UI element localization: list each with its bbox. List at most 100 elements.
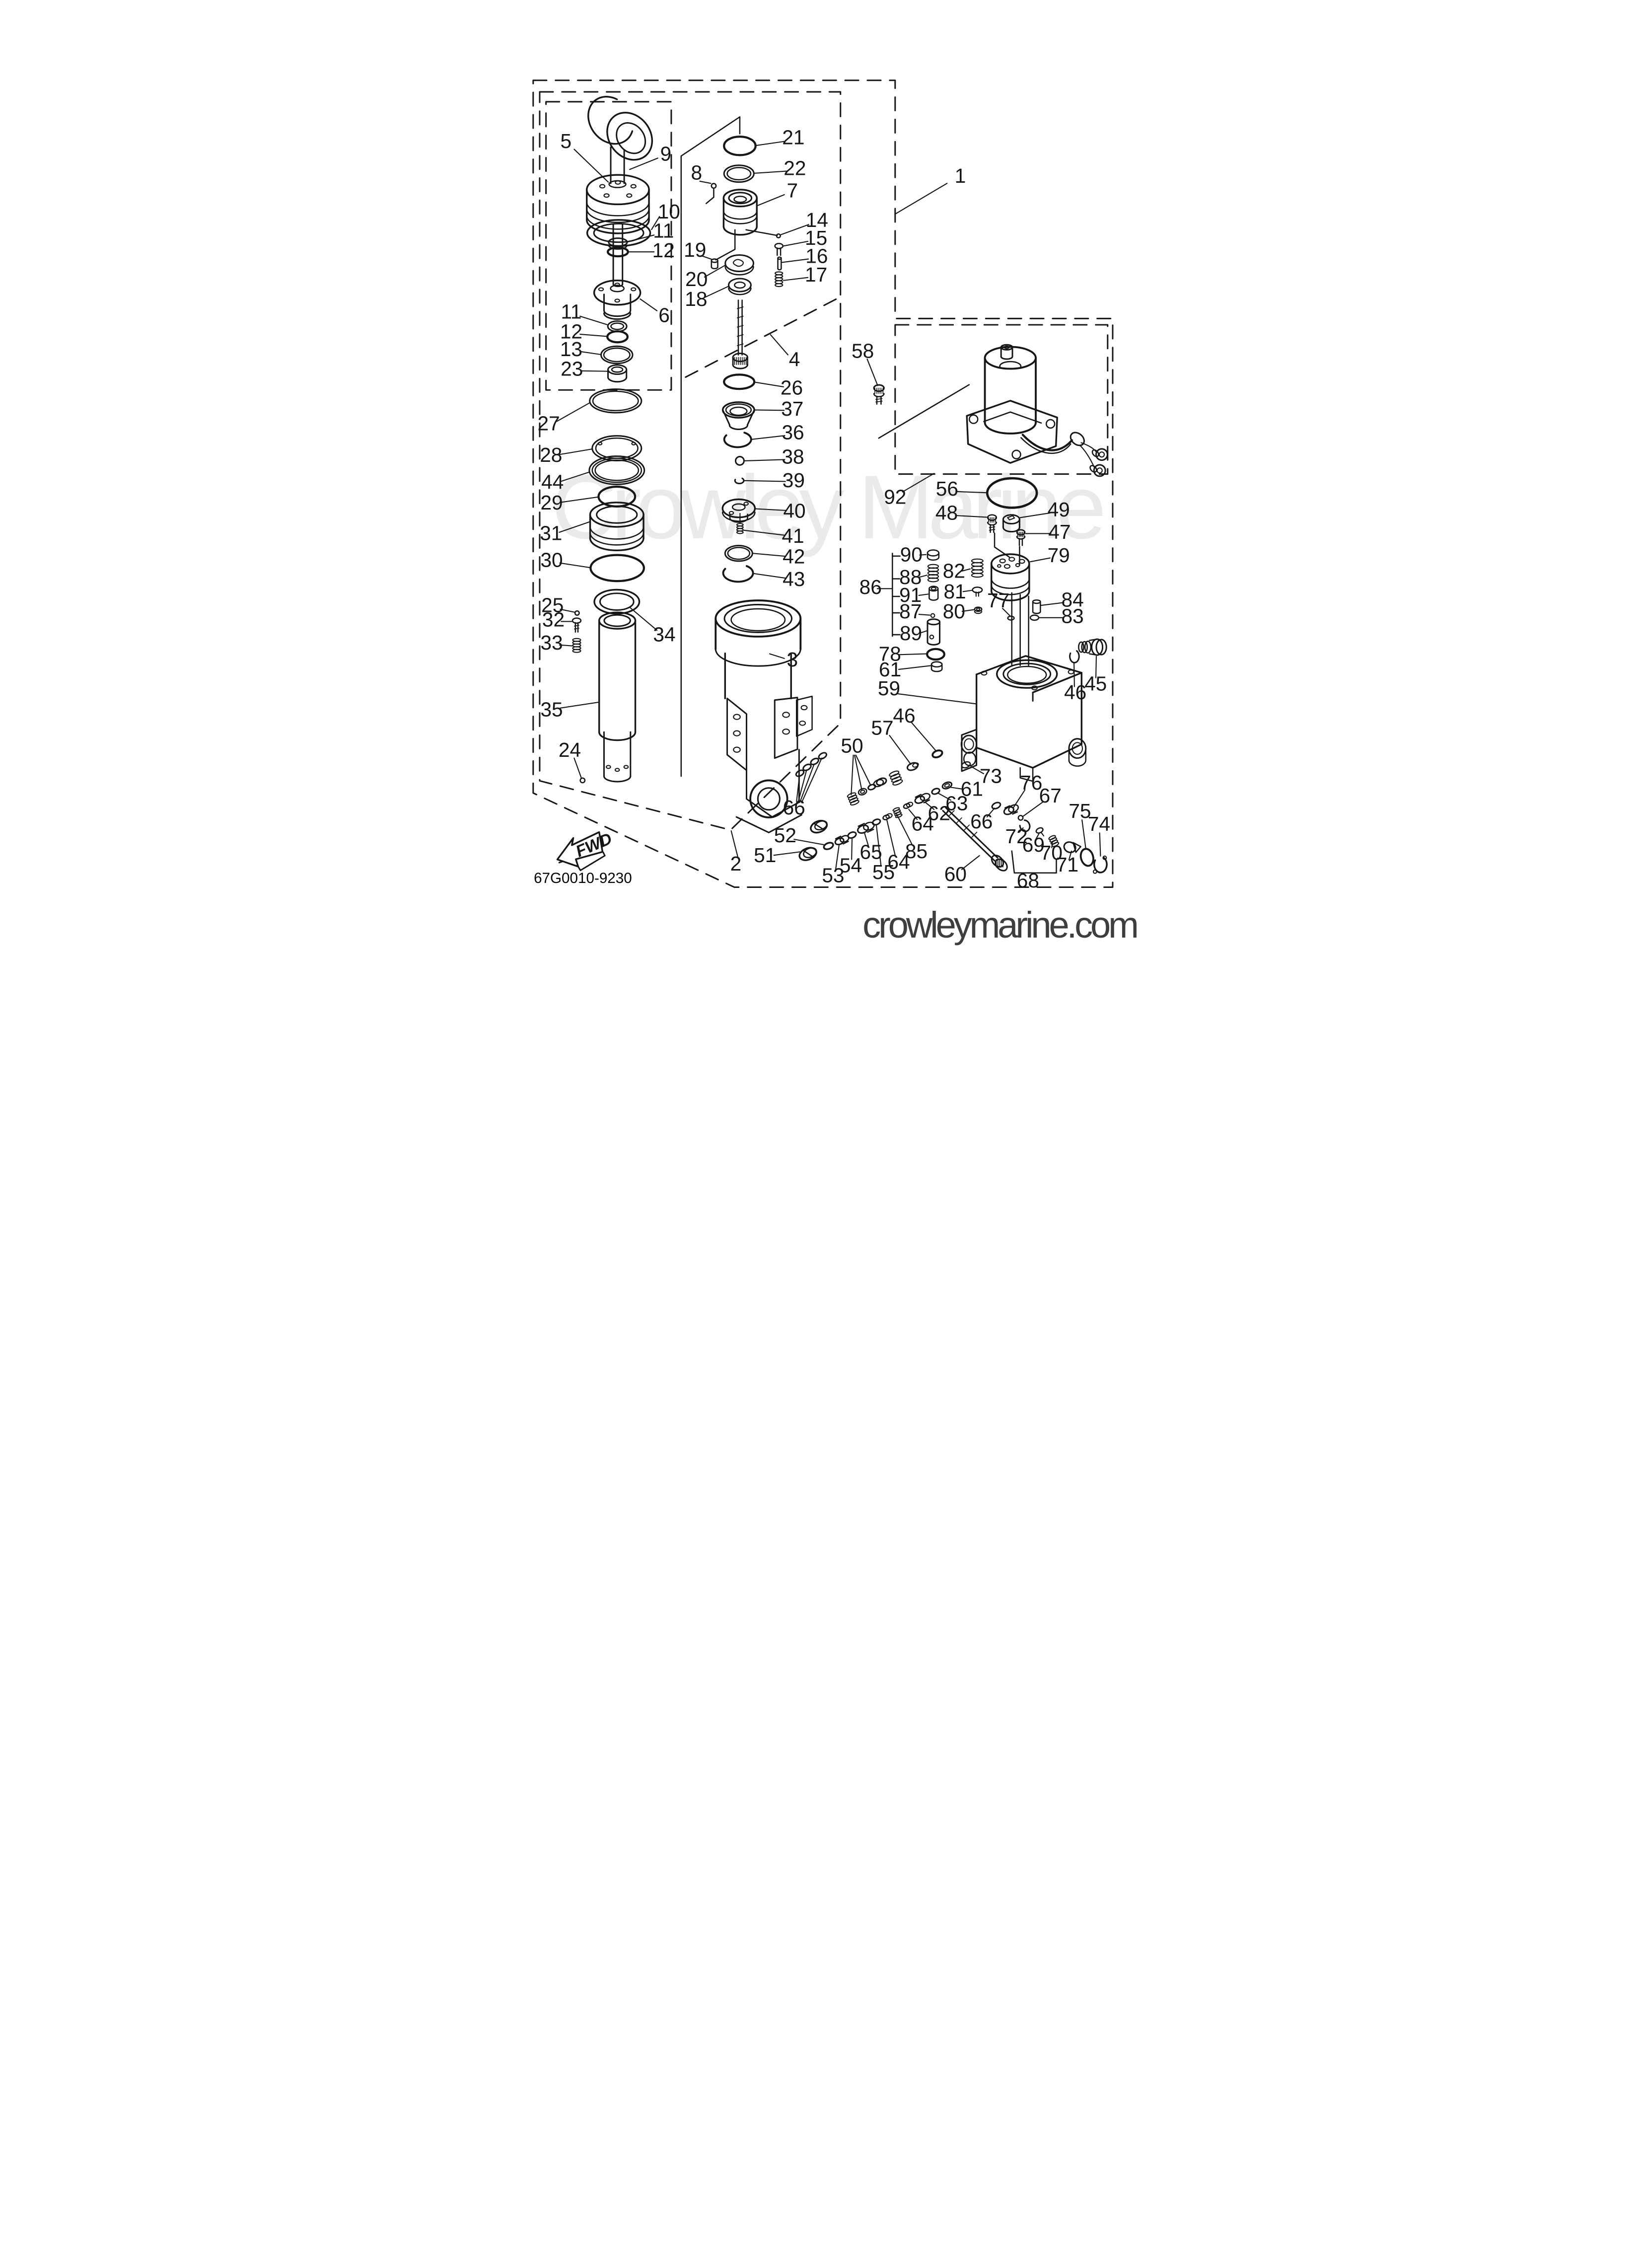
leader-line xyxy=(754,170,787,174)
leader-line xyxy=(1068,850,1072,861)
leader-line xyxy=(751,435,785,440)
callout-25: 25 xyxy=(541,594,575,617)
leader-line xyxy=(650,216,660,230)
leader-line xyxy=(1018,827,1024,833)
callout-number: 83 xyxy=(1061,605,1083,628)
leader-line xyxy=(797,769,807,803)
callout-70: 70 xyxy=(1040,841,1062,864)
leader-line xyxy=(800,757,822,804)
leader-line xyxy=(699,180,712,184)
callout-number: 74 xyxy=(1087,812,1110,835)
callout-number: 29 xyxy=(540,491,563,514)
callout-11: 11 xyxy=(627,219,674,242)
part-ring-77 xyxy=(1006,615,1015,621)
callout-number: 57 xyxy=(871,716,893,739)
part-pin-69 xyxy=(1035,827,1044,837)
callout-74: 74 xyxy=(1087,812,1110,857)
callout-15: 15 xyxy=(783,226,827,249)
part-pump-cap-79 xyxy=(990,553,1030,601)
leader-line xyxy=(730,830,739,859)
leader-line xyxy=(918,575,928,578)
callout-number: 73 xyxy=(979,765,1001,788)
leader-line xyxy=(769,653,785,659)
leader-line xyxy=(961,855,980,871)
leader-line xyxy=(897,693,977,705)
callout-number: 8 xyxy=(691,161,702,184)
part-valve-body-59 xyxy=(960,655,1086,782)
part-spring-17 xyxy=(774,271,783,288)
callout-67: 67 xyxy=(1022,784,1061,817)
leader-line xyxy=(896,813,913,846)
callout-number: 81 xyxy=(943,580,966,603)
bracket-68 xyxy=(1010,850,1057,874)
callout-2: 2 xyxy=(730,830,741,875)
callout-17: 17 xyxy=(783,263,827,286)
part-screw-15 xyxy=(774,242,784,256)
part-valve-49 xyxy=(1002,514,1020,533)
callout-85: 85 xyxy=(896,813,928,863)
diagram-code: 67G0010-9230 xyxy=(534,870,632,886)
callout-5: 5 xyxy=(560,130,609,183)
part-spring-88 xyxy=(927,564,939,583)
leader-line xyxy=(835,845,840,871)
part-tilt-piston xyxy=(585,174,650,234)
leader-line xyxy=(1039,602,1065,606)
callout-31: 31 xyxy=(540,521,590,544)
callout-46: 46 xyxy=(1064,663,1086,704)
leader-line xyxy=(754,409,785,411)
callout-number: 33 xyxy=(540,631,563,654)
callout-number: 5 xyxy=(560,130,571,152)
part-ring-80 xyxy=(974,606,982,614)
callout-number: 13 xyxy=(560,338,582,361)
callout-61: 61 xyxy=(948,778,983,801)
leader-line xyxy=(1012,789,1025,809)
callout-52: 52 xyxy=(774,824,824,847)
callout-34: 34 xyxy=(629,607,675,646)
part-oring-78 xyxy=(926,648,945,661)
callout-number: 6 xyxy=(658,303,670,326)
callout-64: 64 xyxy=(908,808,933,835)
callout-number: 30 xyxy=(540,548,563,571)
callout-number: 50 xyxy=(841,734,863,757)
callout-49: 49 xyxy=(1019,498,1070,521)
part-ball-25 xyxy=(574,610,580,616)
callout-number: 35 xyxy=(540,698,563,721)
leader-line xyxy=(799,763,815,803)
leader-line xyxy=(753,573,786,579)
callout-number: 26 xyxy=(780,376,802,399)
callout-number: 88 xyxy=(899,566,922,588)
fwd-arrow-label: FWD xyxy=(572,829,614,860)
callout-number: 2 xyxy=(730,852,741,875)
leader-line xyxy=(1019,512,1051,518)
callout-number: 86 xyxy=(859,576,881,598)
callout-63: 63 xyxy=(937,792,968,815)
leader-line xyxy=(573,148,609,183)
leader-line xyxy=(1081,819,1086,849)
callout-23: 23 xyxy=(561,358,608,380)
leader-line xyxy=(902,473,934,493)
leader-line xyxy=(579,334,607,337)
callout-22: 22 xyxy=(754,156,806,179)
callout-21: 21 xyxy=(755,126,804,149)
callout-number: 85 xyxy=(905,840,927,863)
part-ring-11b xyxy=(607,320,628,333)
piston-group-outline xyxy=(545,101,672,391)
part-screw-32 xyxy=(571,617,581,633)
callout-number: 10 xyxy=(657,200,680,223)
callout-number: 49 xyxy=(1047,498,1070,521)
leader-line xyxy=(629,157,658,170)
leader-line xyxy=(850,754,854,796)
callout-6: 6 xyxy=(639,298,670,326)
callout-55: 55 xyxy=(872,825,895,883)
callout-45: 45 xyxy=(1084,656,1107,695)
witness-48 xyxy=(994,532,1010,558)
callout-number: 39 xyxy=(782,469,804,492)
leader-line xyxy=(866,359,878,386)
callout-66: 66 xyxy=(970,807,995,833)
part-spring-41 xyxy=(736,512,744,534)
callout-number: 22 xyxy=(784,156,806,179)
part-bushing-23 xyxy=(607,364,627,383)
callout-number: 66 xyxy=(783,796,805,819)
callout-78: 78 xyxy=(878,643,927,665)
